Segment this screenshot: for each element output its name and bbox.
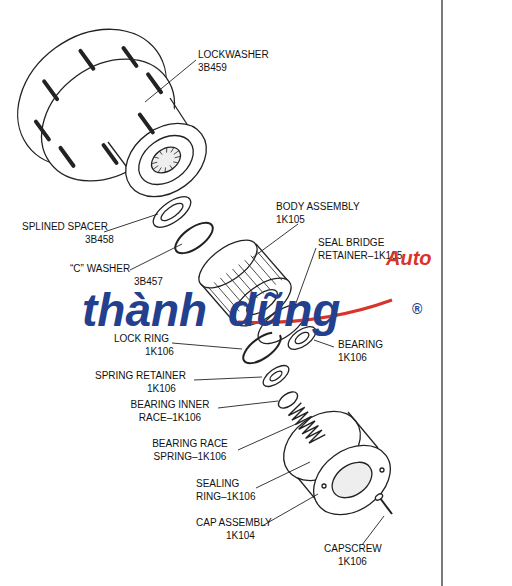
spline <box>171 147 174 152</box>
bearing-race-spring <box>288 403 325 443</box>
spline <box>160 151 163 155</box>
part-name: BEARING RACE SPRING–1K106 <box>148 437 232 463</box>
part-name: CAP ASSEMBLY <box>196 516 272 529</box>
wheel-stud <box>80 51 93 69</box>
watermark: Auto <box>386 248 432 268</box>
part-number: 1K105 <box>276 213 305 226</box>
gear-tooth <box>245 260 270 289</box>
capscrew <box>380 498 392 514</box>
watermark: thành <box>82 287 207 333</box>
watermark: ® <box>412 302 422 316</box>
part-name: BEARING <box>338 338 383 351</box>
wheel-stud <box>104 145 117 163</box>
part-number: 3B458 <box>85 233 114 246</box>
part-name: CAPSCREW <box>324 542 382 555</box>
wheel-stud <box>148 74 161 92</box>
cap-opening <box>325 455 378 505</box>
watermark: dũng <box>228 287 340 333</box>
cap-screw-hole <box>322 484 326 488</box>
cap-screw-hole <box>380 468 384 472</box>
splined-spacer-bore <box>159 200 186 223</box>
body-assembly-side <box>256 244 289 282</box>
part-name: LOCKWASHER <box>198 48 269 61</box>
wheel-stud <box>36 122 49 140</box>
cap-face <box>300 431 403 529</box>
lock-ring <box>238 327 285 369</box>
part-name: SPRING RETAINER <box>95 369 186 382</box>
part-name: SEALING RING–1K106 <box>196 477 262 503</box>
spline <box>173 162 178 163</box>
spring-retainer <box>260 362 292 391</box>
wheel-stud <box>140 115 153 133</box>
spline <box>174 151 179 155</box>
wheel-studs <box>36 48 161 166</box>
capscrew-head <box>374 493 383 502</box>
part-number: 1K106 <box>338 555 367 568</box>
spline <box>158 168 161 173</box>
part-number: 1K106 <box>147 382 176 395</box>
part-name: “C” WASHER <box>70 262 130 275</box>
spline <box>175 156 181 157</box>
wheel-hub <box>0 1 220 212</box>
part-name: LOCK RING <box>114 332 169 345</box>
part-name: BODY ASSEMBLY <box>276 200 360 213</box>
hub-splines <box>152 147 181 172</box>
cap-side <box>348 412 378 448</box>
part-number: 1K106 <box>145 345 174 358</box>
part-name: BEARING INNER RACE–1K106 <box>122 398 218 424</box>
spline <box>170 165 173 169</box>
spline <box>154 157 159 158</box>
spline <box>165 167 166 172</box>
page-border <box>441 0 442 586</box>
spline <box>153 166 158 170</box>
spline <box>152 162 158 163</box>
wheel-stud <box>123 48 136 66</box>
part-name: SPLINED SPACER <box>22 220 108 233</box>
wheel-stud <box>44 81 57 99</box>
wheel-stud <box>61 148 74 166</box>
gear-tooth <box>251 256 276 285</box>
part-number: 1K106 <box>338 351 367 364</box>
gear-tooth <box>257 251 282 280</box>
splined-spacer <box>148 191 195 233</box>
spring-retainer-bore <box>269 369 284 382</box>
c-washer <box>170 217 217 259</box>
spline <box>166 148 167 153</box>
part-number: 3B459 <box>198 61 227 74</box>
part-number: 1K104 <box>226 529 255 542</box>
